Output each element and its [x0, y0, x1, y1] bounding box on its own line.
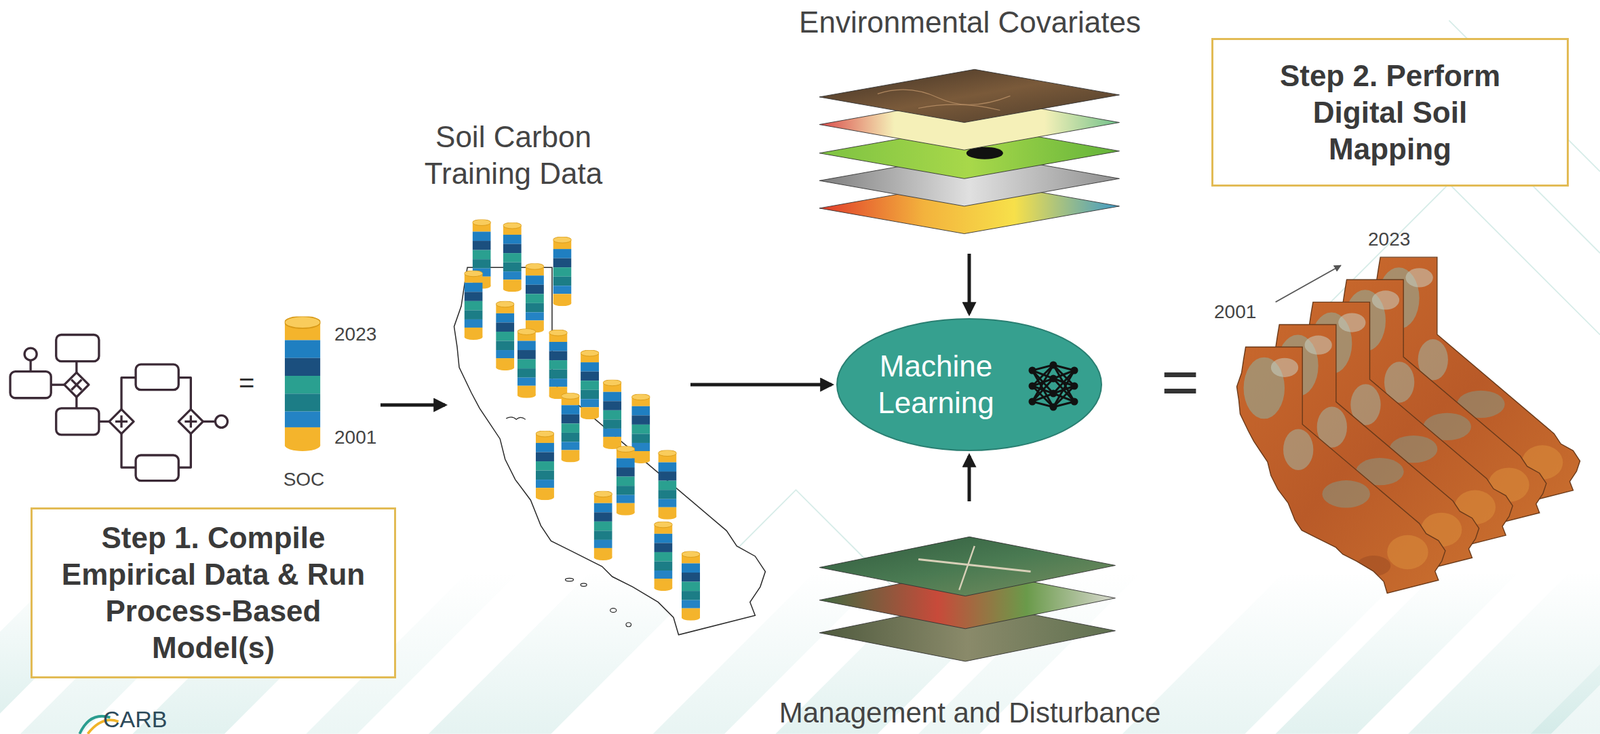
- step-box: Step 2. Perform Digital Soil Mapping: [1211, 37, 1569, 187]
- ml-ellipse: Machine Learning: [835, 317, 1103, 452]
- management-layers: [819, 536, 1116, 662]
- equals-sign: =: [1161, 349, 1200, 415]
- section-heading: Management and Disturbance: [766, 695, 1174, 730]
- step-title: Step 2. Perform Digital Soil Mapping: [1254, 57, 1527, 168]
- section-heading: Soil Carbon Training Data: [398, 118, 629, 192]
- soc-cylinder-node: 2023 2001SOC: [281, 316, 377, 494]
- section-heading: Environmental Covariates: [773, 4, 1167, 41]
- training-data-map: Soil Carbon Training Data: [449, 115, 687, 645]
- management-stack: Management and Disturbance: [766, 505, 1174, 733]
- year-label: 2001: [334, 425, 377, 450]
- covariate-stack: Environmental Covariates: [773, 0, 1167, 250]
- year-label: 2001: [1214, 300, 1257, 324]
- training-cylinders: [464, 219, 701, 620]
- flow-arrow: [380, 403, 445, 407]
- axis-label: SOC: [281, 467, 327, 492]
- ellipse-shape: [835, 317, 1103, 452]
- flow-arrow: [967, 253, 972, 314]
- year-label: 2023: [1368, 227, 1411, 251]
- logo-text: CARB: [103, 705, 167, 733]
- equals-sign: =: [238, 366, 255, 399]
- flow-arrow: [967, 455, 972, 502]
- covariate-layers: [819, 69, 1120, 234]
- california-outline: [454, 267, 766, 635]
- flow-arrow: [690, 383, 832, 387]
- soc-map-series: [1236, 257, 1584, 597]
- ml-label: Machine Learning: [861, 347, 1011, 422]
- soc-map-series-node: 2023 2001: [1211, 223, 1592, 584]
- neural-network-icon: [1028, 361, 1079, 412]
- year-label: 2023: [334, 322, 377, 346]
- step-title: Step 1. Compile Empirical Data & Run Pro…: [54, 519, 374, 667]
- time-arrow: [1275, 265, 1341, 302]
- step-box: Step 1. Compile Empirical Data & Run Pro…: [30, 507, 397, 679]
- soc-cylinder: [284, 316, 321, 452]
- process-model-icon: [10, 334, 228, 481]
